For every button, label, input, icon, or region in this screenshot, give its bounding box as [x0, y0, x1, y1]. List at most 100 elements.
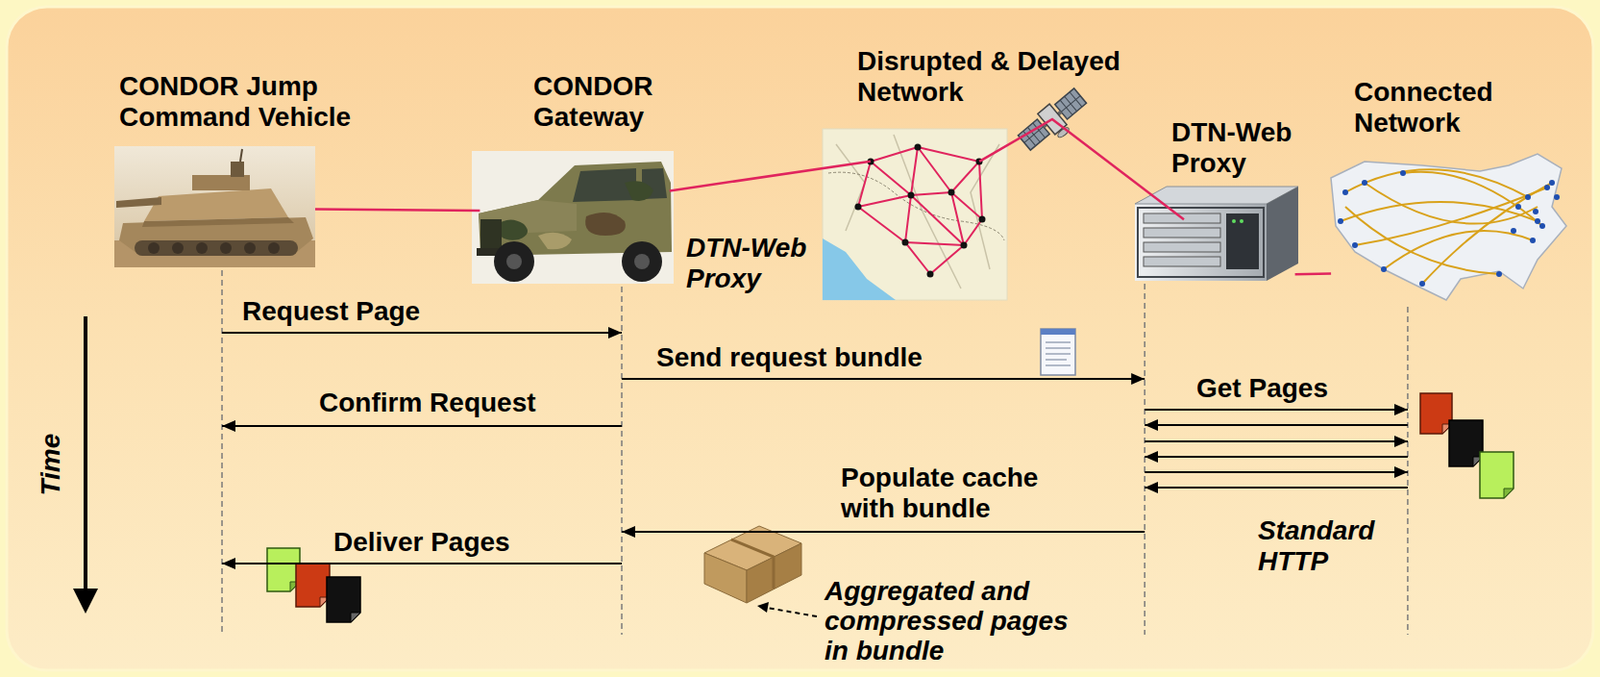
time-arrow-part — [83, 316, 88, 592]
participant-name: CONDOR Gateway — [533, 71, 688, 133]
participant-node: Disrupted & Delayed Network — [822, 46, 1165, 300]
message-label: Request Page — [242, 295, 531, 327]
message-arrow — [1144, 423, 1408, 426]
network-map-picture-part — [822, 128, 1008, 300]
callout-leader-part — [757, 601, 769, 613]
server-picture-part — [1143, 256, 1221, 267]
page-icons-fetched-part — [1449, 419, 1483, 467]
shape-group-part — [948, 189, 956, 197]
message-label: Confirm Request — [319, 387, 608, 419]
message-arrow — [1144, 470, 1408, 473]
participant-label-block: Disrupted & Delayed Network — [857, 46, 1165, 108]
page-icons-fetched-part — [1420, 393, 1453, 434]
time-arrow-part — [73, 588, 99, 614]
network-map-picture-part — [822, 238, 896, 300]
network-map-picture-part — [828, 172, 1005, 241]
tank-picture-part — [268, 242, 280, 254]
shape-group-part — [1544, 184, 1551, 191]
request-note-icon-part — [1040, 328, 1076, 335]
participant-name: CONDOR Jump Command Vehicle — [119, 71, 398, 133]
shape-group-part — [927, 270, 935, 278]
shape-group-part — [1539, 222, 1546, 229]
tank-picture-part — [119, 217, 314, 256]
tank-picture — [114, 146, 316, 268]
shape-group-part — [1422, 182, 1552, 284]
network-link — [669, 161, 871, 192]
page-icons-delivered — [267, 547, 361, 622]
network-link — [979, 119, 1184, 220]
tank-picture-part — [230, 161, 245, 177]
server-picture-part — [1134, 203, 1267, 281]
network-map-picture-part — [836, 134, 1000, 289]
participant-label-block: Connected Network — [1353, 76, 1508, 139]
server-picture-part — [1226, 213, 1259, 270]
shape-group-part — [979, 216, 986, 223]
shape-group-part — [1534, 218, 1541, 224]
tank-picture-part — [142, 217, 295, 227]
participant-picture-area — [822, 128, 1008, 300]
participant-label-block: DTN-Web Proxy — [1171, 117, 1302, 179]
humvee-picture-part — [624, 180, 654, 201]
server-picture-part — [1143, 227, 1221, 238]
annotation-block: Aggregated and compressed pages in bundl… — [824, 576, 1084, 665]
participant-picture-area — [1326, 152, 1572, 304]
shape-group-part — [1400, 170, 1406, 176]
shape-group-part — [1525, 194, 1531, 200]
shape-group-part — [1553, 194, 1560, 200]
shape-group-part — [855, 203, 862, 211]
humvee-picture-part — [471, 150, 674, 284]
shape-group-part — [1532, 208, 1539, 215]
shape-group-part — [1403, 172, 1543, 226]
shape-group-part — [960, 242, 968, 249]
participant-name: DTN-Web Proxy — [1171, 117, 1302, 179]
tank-picture-part — [147, 242, 160, 254]
page-icons-fetched-part — [1479, 451, 1514, 498]
annotation-block: DTN-Web Proxy — [686, 232, 826, 295]
participant-picture-area — [114, 146, 316, 268]
message-label: Send request bundle — [656, 342, 964, 373]
humvee-picture-part — [538, 232, 572, 249]
shape-group-part — [914, 144, 922, 151]
tank-picture-part — [240, 148, 243, 162]
page-icons-delivered-part — [350, 612, 361, 622]
participant-picture-area — [471, 150, 674, 284]
tank-picture-part — [172, 242, 184, 254]
request-note-icon-part — [1045, 342, 1071, 366]
participant-node: CONDOR Gateway — [471, 71, 688, 284]
shape-group-part — [858, 147, 983, 274]
tank-picture-part — [196, 242, 208, 254]
humvee-picture-part — [634, 253, 650, 270]
bundle-package-icon — [704, 525, 802, 603]
participant-node: Connected Network — [1326, 76, 1572, 304]
participant-label-block: CONDOR Gateway — [533, 71, 688, 133]
message-label-block: Populate cache with bundle — [840, 462, 1082, 524]
shape-group-part — [1549, 179, 1555, 186]
lifeline — [1406, 306, 1409, 635]
message-arrow — [221, 424, 622, 427]
time-arrow — [73, 316, 99, 614]
shape-group-part — [1496, 270, 1502, 277]
shape-group-part — [1342, 189, 1349, 196]
shape-group — [858, 147, 983, 274]
shape-group-part — [1529, 237, 1536, 244]
shape-group-part — [902, 239, 910, 247]
tank-picture-part — [244, 242, 256, 254]
shape-group-part — [1510, 227, 1517, 234]
message-label-block: Confirm Request — [319, 387, 608, 419]
page-icons-delivered-part — [267, 547, 300, 591]
lifeline — [221, 270, 223, 635]
tank-picture-part — [220, 242, 232, 254]
message-arrow — [1144, 486, 1408, 489]
server-picture-part — [1137, 207, 1264, 277]
humvee-picture — [471, 150, 674, 284]
shape-group — [855, 144, 986, 278]
message-arrow — [1144, 455, 1408, 458]
background-part — [6, 6, 1594, 670]
participant-picture-area — [1134, 186, 1299, 281]
message-label-block: Get Pages — [1196, 372, 1370, 404]
network-link — [315, 209, 480, 212]
server-picture-part — [1231, 219, 1236, 223]
message-arrow — [621, 377, 1145, 380]
